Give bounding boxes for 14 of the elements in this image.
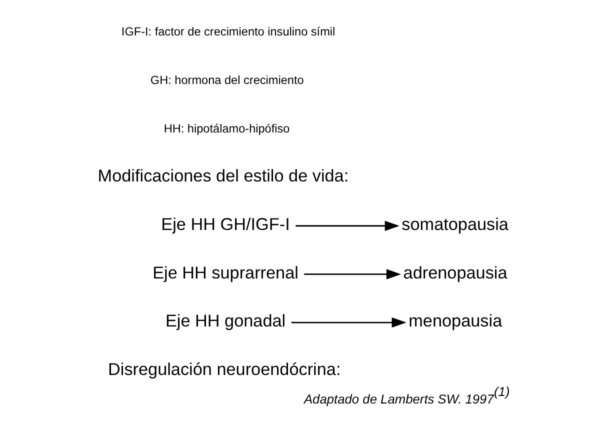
arrow [290, 316, 406, 328]
label: Modificaciones del estilo de vida: [97, 165, 348, 186]
label: Disregulación neuroendócrina: [108, 358, 340, 378]
arrow [295, 220, 399, 230]
node-text: somatopausia [401, 213, 508, 234]
label: IGF-I: factor de crecimiento insulino símil [120, 24, 335, 38]
node-text: Eje HH suprarrenal [152, 262, 298, 282]
node-text: menopausia [408, 310, 502, 330]
node-text: adrenopausia [402, 262, 507, 282]
label: HH: hipotálamo-hipófiso [163, 120, 290, 135]
label: GH: hormona del crecimiento [150, 72, 304, 86]
node-text: Eje HH GH/IGF-I [160, 213, 290, 234]
node-text: Eje HH gonadal [164, 310, 286, 330]
arrow [304, 268, 401, 279]
